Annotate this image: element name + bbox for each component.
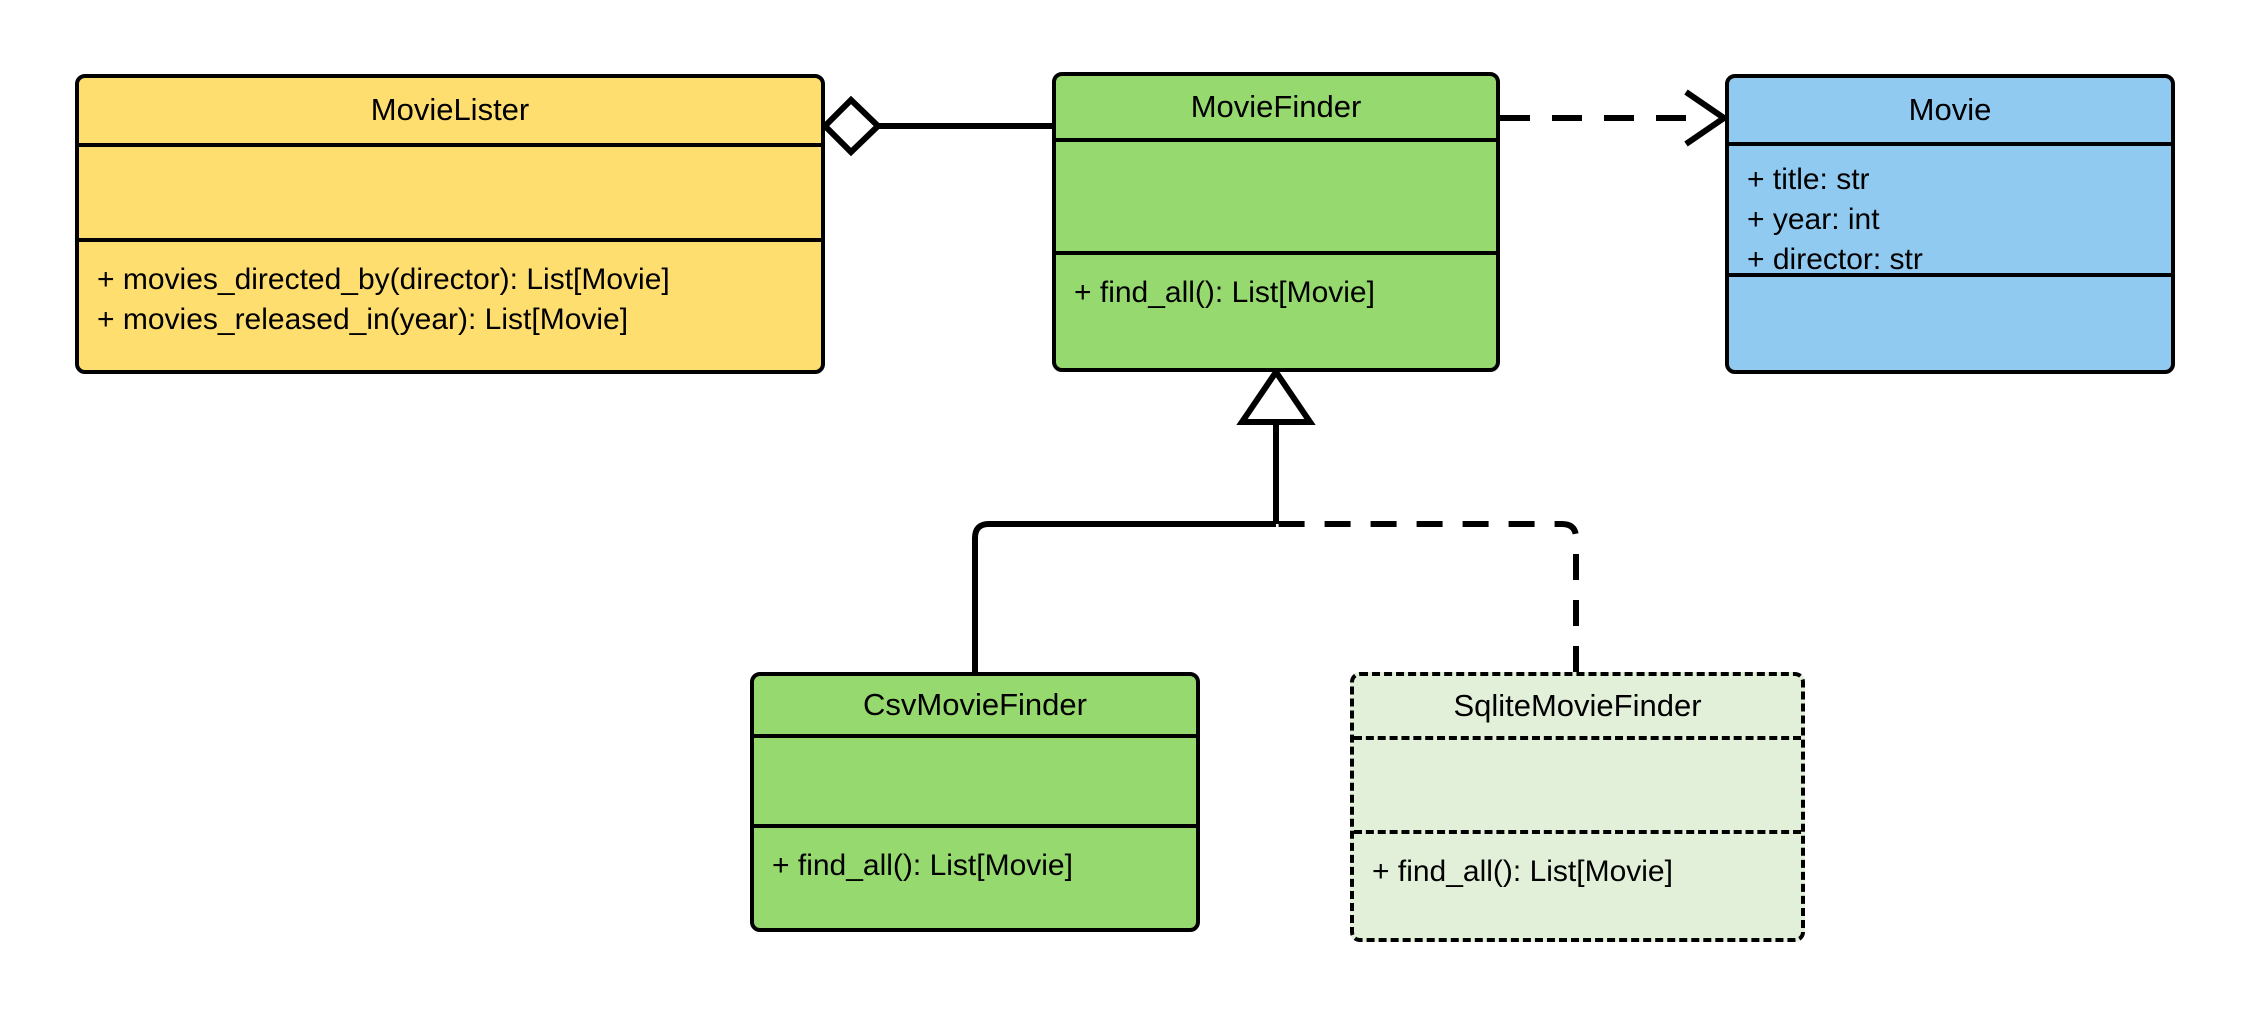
class-methods-compartment: + find_all(): List[Movie] <box>1354 834 1801 892</box>
hollow-triangle-icon <box>1236 366 1316 425</box>
class-methods-compartment: + find_all(): List[Movie] <box>754 828 1196 886</box>
class-name-csvmoviefinder: CsvMovieFinder <box>863 686 1087 722</box>
class-name-movielister: MovieLister <box>370 92 530 128</box>
class-method: + find_all(): List[Movie] <box>772 849 1073 882</box>
generalization-line-dashed <box>1276 521 1579 672</box>
class-method: + find_all(): List[Movie] <box>1372 855 1673 888</box>
class-title-compartment: MovieLister <box>79 78 821 147</box>
class-method: + movies_directed_by(director): List[Mov… <box>97 263 670 296</box>
class-method: + find_all(): List[Movie] <box>1074 276 1375 309</box>
class-title-compartment: Movie <box>1729 78 2171 146</box>
class-box-movielister[interactable]: MovieLister + movies_directed_by(directo… <box>75 74 825 374</box>
generalization-line-solid <box>972 521 1276 672</box>
class-name-sqlitemoviefinder: SqliteMovieFinder <box>1453 687 1702 723</box>
class-attributes-compartment <box>754 738 1196 828</box>
class-title-compartment: CsvMovieFinder <box>754 676 1196 738</box>
class-box-movie[interactable]: Movie + title: str + year: int + directo… <box>1725 74 2175 374</box>
class-attribute: + director: str <box>1747 242 1923 276</box>
open-arrowhead-icon <box>1684 89 1730 147</box>
class-method: + movies_released_in(year): List[Movie] <box>97 302 629 336</box>
class-attributes-compartment <box>1354 740 1801 834</box>
hollow-diamond-icon <box>820 95 883 157</box>
class-box-csvmoviefinder[interactable]: CsvMovieFinder + find_all(): List[Movie] <box>750 672 1200 932</box>
class-methods-compartment <box>1729 277 2171 295</box>
aggregation-edge-movielister-moviefinder[interactable] <box>820 95 1052 157</box>
class-name-moviefinder: MovieFinder <box>1190 88 1362 124</box>
class-attributes-compartment <box>1056 142 1496 255</box>
class-title-compartment: MovieFinder <box>1056 76 1496 142</box>
class-attribute: + title: str <box>1747 163 1870 196</box>
class-box-moviefinder[interactable]: MovieFinder + find_all(): List[Movie] <box>1052 72 1500 372</box>
generalization-edge-csvmoviefinder-moviefinder[interactable] <box>972 521 1276 672</box>
generalization-edge-sqlitemoviefinder-moviefinder[interactable] <box>1276 521 1579 672</box>
class-methods-compartment: + find_all(): List[Movie] <box>1056 255 1496 313</box>
class-methods-compartment: + movies_directed_by(director): List[Mov… <box>79 242 821 340</box>
dependency-edge-moviefinder-movie[interactable] <box>1500 89 1730 147</box>
class-attribute: + year: int <box>1747 202 1880 236</box>
class-title-compartment: SqliteMovieFinder <box>1354 676 1801 740</box>
class-attributes-compartment: + title: str + year: int + director: str <box>1729 146 2171 277</box>
class-name-movie: Movie <box>1908 91 1992 127</box>
generalization-shared-stem <box>1236 366 1316 524</box>
class-attributes-compartment <box>79 147 821 242</box>
class-box-sqlitemoviefinder[interactable]: SqliteMovieFinder + find_all(): List[Mov… <box>1350 672 1805 942</box>
